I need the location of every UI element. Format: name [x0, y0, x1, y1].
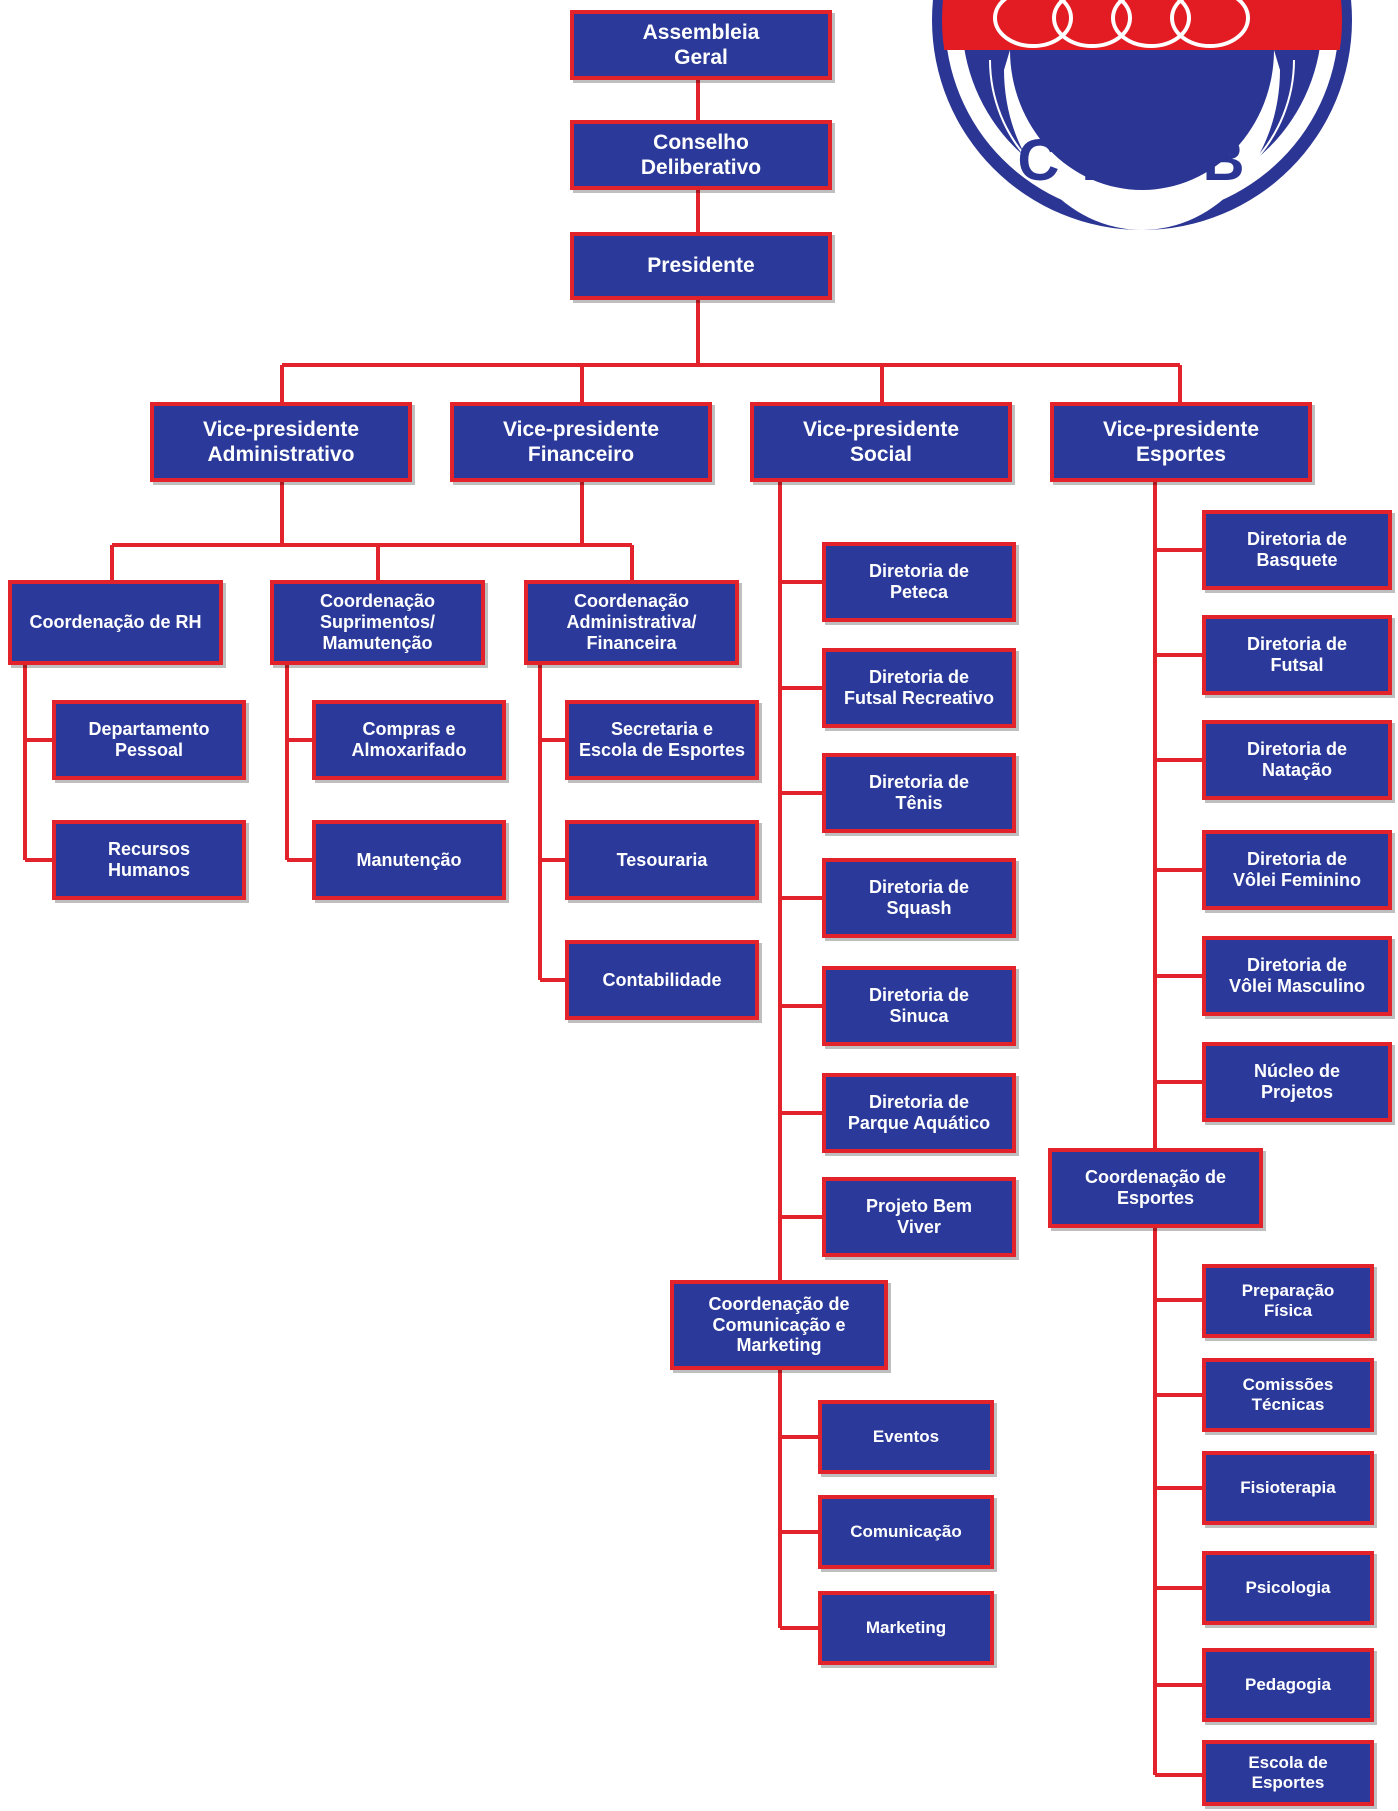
node-label: Diretoria de Tênis: [868, 772, 970, 813]
node-label: Tesouraria: [616, 849, 708, 870]
node-comunicacao: Comunicação: [818, 1495, 994, 1569]
node-manutencao: Manutenção: [312, 820, 506, 900]
node-label: Presidente: [647, 254, 755, 278]
node-diretoria-peteca: Diretoria de Peteca: [822, 542, 1016, 622]
node-compras-almoxarifado: Compras e Almoxarifado: [312, 700, 506, 780]
node-secretaria: Secretaria e Escola de Esportes: [565, 700, 759, 780]
node-label: Coordenação de Esportes: [1084, 1167, 1227, 1208]
node-label: Conselho Deliberativo: [640, 130, 762, 179]
node-pedagogia: Pedagogia: [1202, 1648, 1374, 1722]
node-coordenacao-comunicacao: Coordenação de Comunicação e Marketing: [670, 1280, 888, 1370]
node-diretoria-parque-aquatico: Diretoria de Parque Aquático: [822, 1073, 1016, 1153]
node-coordenacao-administrativa: Coordenação Administrativa/ Financeira: [524, 580, 739, 665]
node-diretoria-sinuca: Diretoria de Sinuca: [822, 966, 1016, 1046]
node-label: Diretoria de Futsal: [1246, 634, 1348, 675]
node-recursos-humanos: Recursos Humanos: [52, 820, 246, 900]
node-coordenacao-suprimentos: Coordenação Suprimentos/ Mamutenção: [270, 580, 485, 665]
node-tesouraria: Tesouraria: [565, 820, 759, 900]
node-label: Diretoria de Peteca: [868, 561, 970, 602]
node-label: Diretoria de Futsal Recreativo: [843, 667, 995, 708]
node-label: Comunicação: [850, 1522, 962, 1542]
node-label: Diretoria de Sinuca: [868, 985, 970, 1026]
node-label: Escola de Esportes: [1248, 1753, 1328, 1792]
node-vp-financeiro: Vice-presidente Financeiro: [450, 402, 712, 482]
node-coordenacao-rh: Coordenação de RH: [8, 580, 223, 665]
node-diretoria-futsal-recreativo: Diretoria de Futsal Recreativo: [822, 648, 1016, 728]
node-label: Departamento Pessoal: [88, 719, 210, 760]
node-label: Diretoria de Squash: [868, 877, 970, 918]
node-label: Projeto Bem Viver: [865, 1196, 973, 1237]
node-label: Contabilidade: [602, 969, 722, 990]
node-nucleo-projetos: Núcleo de Projetos: [1202, 1042, 1392, 1122]
node-conselho-deliberativo: Conselho Deliberativo: [570, 120, 832, 190]
node-vp-esportes: Vice-presidente Esportes: [1050, 402, 1312, 482]
node-psicologia: Psicologia: [1202, 1551, 1374, 1625]
node-label: Coordenação de RH: [29, 612, 202, 633]
node-label: Vice-presidente Administrativo: [202, 417, 359, 466]
node-diretoria-tenis: Diretoria de Tênis: [822, 753, 1016, 833]
node-label: Compras e Almoxarifado: [351, 719, 467, 760]
node-marketing: Marketing: [818, 1591, 994, 1665]
node-assembleia-geral: Assembleia Geral: [570, 10, 832, 80]
node-label: Núcleo de Projetos: [1253, 1061, 1341, 1102]
node-diretoria-squash: Diretoria de Squash: [822, 858, 1016, 938]
node-fisioterapia: Fisioterapia: [1202, 1451, 1374, 1525]
node-label: Marketing: [865, 1618, 947, 1638]
node-vp-social: Vice-presidente Social: [750, 402, 1012, 482]
node-label: Coordenação de Comunicação e Marketing: [708, 1293, 850, 1356]
node-eventos: Eventos: [818, 1400, 994, 1474]
node-label: Coordenação Suprimentos/ Mamutenção: [319, 591, 436, 653]
node-label: Eventos: [872, 1427, 940, 1447]
node-departamento-pessoal: Departamento Pessoal: [52, 700, 246, 780]
node-label: Psicologia: [1245, 1578, 1331, 1598]
node-label: Recursos Humanos: [107, 839, 191, 880]
node-label: Diretoria de Vôlei Masculino: [1228, 955, 1366, 996]
node-vp-administrativo: Vice-presidente Administrativo: [150, 402, 412, 482]
node-escola-esportes: Escola de Esportes: [1202, 1740, 1374, 1806]
node-presidente: Presidente: [570, 232, 832, 300]
node-diretoria-volei-masculino: Diretoria de Vôlei Masculino: [1202, 936, 1392, 1016]
node-label: Diretoria de Parque Aquático: [847, 1092, 991, 1133]
node-label: Manutenção: [356, 849, 462, 870]
node-label: Preparação Física: [1241, 1281, 1335, 1320]
node-label: Vice-presidente Financeiro: [502, 417, 659, 466]
node-label: Coordenação Administrativa/ Financeira: [566, 591, 697, 653]
club-logo: CLUB: [932, 0, 1352, 230]
node-contabilidade: Contabilidade: [565, 940, 759, 1020]
node-label: Secretaria e Escola de Esportes: [578, 719, 746, 760]
node-label: Assembleia Geral: [642, 20, 760, 69]
node-label: Vice-presidente Esportes: [1102, 417, 1259, 466]
node-diretoria-natacao: Diretoria de Natação: [1202, 720, 1392, 800]
node-coordenacao-esportes: Coordenação de Esportes: [1048, 1148, 1263, 1228]
node-preparacao-fisica: Preparação Física: [1202, 1264, 1374, 1338]
node-comissoes-tecnicas: Comissões Técnicas: [1202, 1358, 1374, 1432]
node-diretoria-volei-feminino: Diretoria de Vôlei Feminino: [1202, 830, 1392, 910]
node-projeto-bem-viver: Projeto Bem Viver: [822, 1177, 1016, 1257]
node-label: Comissões Técnicas: [1242, 1375, 1334, 1414]
rings-icon: [993, 0, 1250, 48]
logo-text: CLUB: [1017, 128, 1266, 193]
node-label: Diretoria de Natação: [1246, 739, 1348, 780]
node-label: Diretoria de Vôlei Feminino: [1232, 849, 1361, 890]
node-label: Vice-presidente Social: [802, 417, 959, 466]
node-diretoria-futsal: Diretoria de Futsal: [1202, 615, 1392, 695]
node-label: Diretoria de Basquete: [1246, 529, 1348, 570]
node-label: Pedagogia: [1245, 1675, 1331, 1695]
node-label: Fisioterapia: [1240, 1478, 1336, 1498]
node-diretoria-basquete: Diretoria de Basquete: [1202, 510, 1392, 590]
